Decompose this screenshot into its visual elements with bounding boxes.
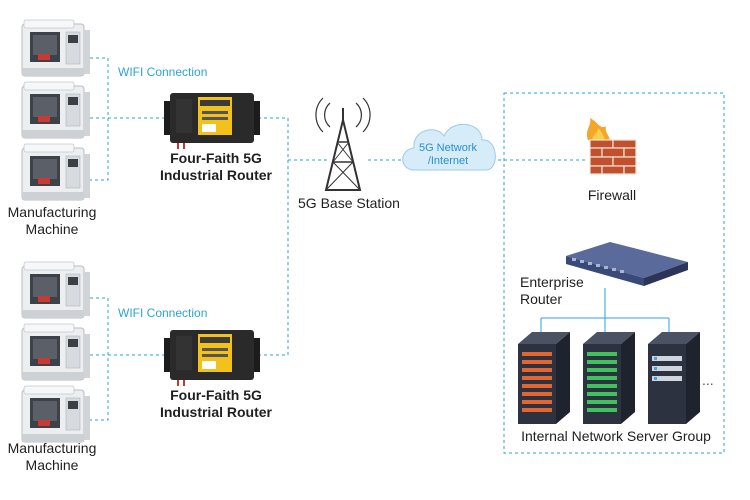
- cloud-icon: [402, 123, 496, 171]
- cnc-machine-icon: [21, 385, 91, 443]
- cell-tower-icon: [315, 97, 371, 191]
- wifi-connection-label: WIFI Connection: [118, 306, 208, 320]
- industrial-router-label: Four-Faith 5G Industrial Router: [159, 150, 272, 183]
- cnc-machine-icon: [21, 261, 91, 319]
- industrial-router-label: Four-Faith 5G Industrial Router: [159, 387, 272, 420]
- enterprise-router-label: Enterprise Router: [520, 274, 584, 307]
- link-lines: [90, 57, 725, 454]
- wifi-connection-label: WIFI Connection: [118, 65, 208, 79]
- cnc-machine-icon: [21, 19, 91, 77]
- server-rack-icon: [518, 332, 570, 424]
- machine-label: Manufacturing Machine: [7, 204, 97, 237]
- industrial-router-icon: [163, 92, 261, 150]
- server-rack-icon: [583, 332, 635, 424]
- enterprise-router-icon: [566, 242, 688, 286]
- server-group-label: Internal Network Server Group: [521, 428, 711, 444]
- more-servers-indicator: ...: [702, 372, 714, 388]
- firewall-icon: [586, 118, 637, 175]
- firewall-label: Firewall: [587, 187, 637, 203]
- cnc-machine-icon: [21, 143, 91, 201]
- industrial-router-icon: [163, 329, 261, 387]
- server-rack-icon: [648, 332, 700, 424]
- machine-label: Manufacturing Machine: [7, 440, 97, 473]
- base-station-label: 5G Base Station: [298, 195, 400, 211]
- cloud-label: 5G Network /Internet: [418, 142, 478, 167]
- cnc-machine-icon: [21, 323, 91, 381]
- cnc-machine-icon: [21, 81, 91, 139]
